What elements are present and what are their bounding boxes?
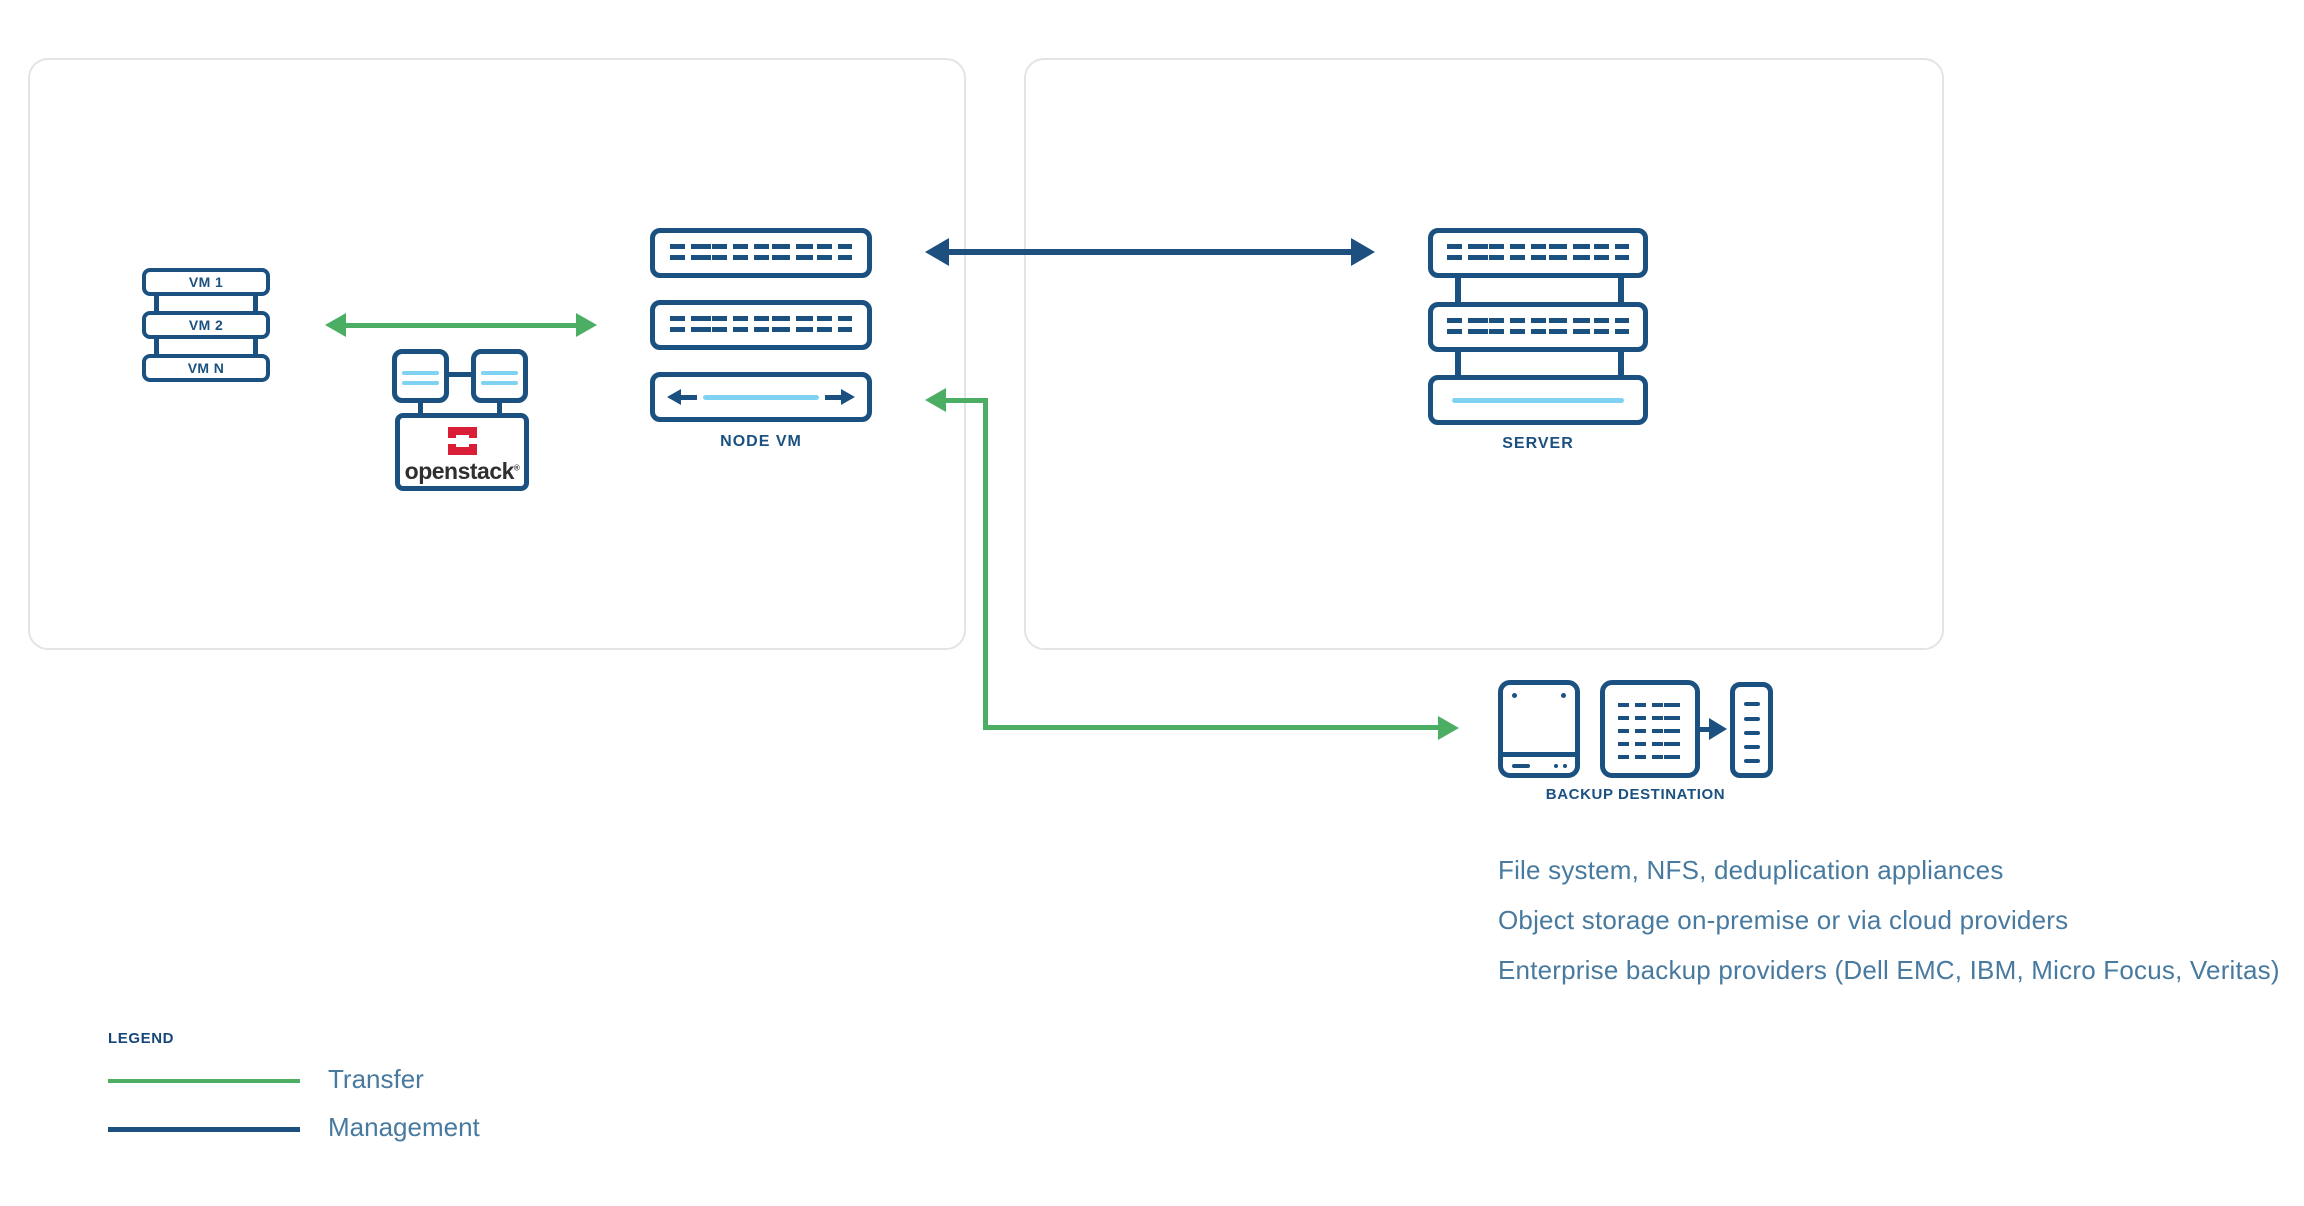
vm-stack-icon: VM 1 VM 2 VM N (142, 268, 270, 382)
backup-flow-arrowhead-icon (1709, 718, 1727, 740)
legend-management-line (108, 1127, 300, 1132)
vm-box: VM N (142, 354, 270, 382)
node-vm-icon: NODE VM (650, 228, 872, 458)
arrow-segment-vertical (983, 398, 988, 730)
management-arrow (925, 238, 1375, 266)
io-arrow-right-icon (841, 389, 855, 405)
legend: LEGEND Transfer Management (108, 1030, 608, 1160)
tape-storage-icon (1730, 682, 1773, 778)
arrow-head-right-icon (576, 313, 597, 337)
openstack-node-icon (392, 349, 449, 403)
vm-box: VM 2 (142, 311, 270, 339)
server-connector (1455, 340, 1461, 384)
vm-connector (154, 334, 159, 358)
arrow-shaft (947, 249, 1353, 255)
openstack-logo-icon (448, 427, 477, 455)
backup-note: Object storage on-premise or via cloud p… (1498, 905, 2069, 935)
vm-connector (154, 292, 159, 316)
vm-transfer-arrow (325, 313, 597, 337)
vm-box-label: VM 1 (188, 274, 224, 290)
legend-management-label: Management (328, 1112, 480, 1142)
arrow-segment (983, 725, 1440, 730)
node-vm-box (650, 228, 872, 278)
node-vm-io-box (650, 372, 872, 422)
backup-flow-arrow-icon (1698, 727, 1712, 732)
openstack-wordmark: openstack® (404, 458, 520, 484)
backup-destination-group: BACKUP DESTINATION (1498, 680, 1773, 815)
node-vm-box (650, 300, 872, 350)
io-arrow-left-icon (667, 389, 681, 405)
server-icon: SERVER (1428, 228, 1648, 458)
vm-box-label: VM 2 (188, 317, 224, 333)
cluster-connector (449, 372, 472, 377)
legend-transfer-line (108, 1079, 300, 1083)
vm-box-label: VM N (187, 360, 225, 376)
openstack-node-icon (471, 349, 528, 403)
arrow-head-left-icon (325, 313, 346, 337)
legend-title: LEGEND (108, 1030, 175, 1047)
cluster-connector (497, 401, 502, 415)
backup-note: Enterprise backup providers (Dell EMC, I… (1498, 955, 2280, 985)
backup-destination-label: BACKUP DESTINATION (1545, 786, 1726, 803)
arrow-head-right-icon (1438, 716, 1459, 740)
arrow-shaft (344, 323, 578, 328)
vm-box: VM 1 (142, 268, 270, 296)
right-panel (1024, 58, 1944, 650)
vm-connector (253, 292, 258, 316)
arrow-head-right-icon (1351, 238, 1375, 266)
file-storage-icon (1600, 680, 1700, 778)
server-box (1428, 228, 1648, 278)
vm-connector (253, 334, 258, 358)
backup-notes: File system, NFS, deduplication applianc… (1498, 845, 2280, 995)
arrow-head-left-icon (925, 388, 946, 412)
server-box (1428, 375, 1648, 425)
server-label: SERVER (1502, 435, 1574, 452)
openstack-cluster-icon: openstack® (392, 349, 529, 491)
node-vm-label: NODE VM (720, 433, 802, 450)
server-connector (1455, 268, 1461, 312)
server-box (1428, 302, 1648, 352)
arrow-head-left-icon (925, 238, 949, 266)
backup-note: File system, NFS, deduplication applianc… (1498, 855, 2004, 885)
cluster-connector (418, 401, 423, 415)
arrow-segment (944, 398, 988, 403)
legend-transfer-label: Transfer (328, 1064, 424, 1094)
openstack-box: openstack® (395, 413, 529, 491)
storage-appliance-icon (1498, 680, 1580, 778)
server-connector (1618, 268, 1624, 312)
server-connector (1618, 340, 1624, 384)
